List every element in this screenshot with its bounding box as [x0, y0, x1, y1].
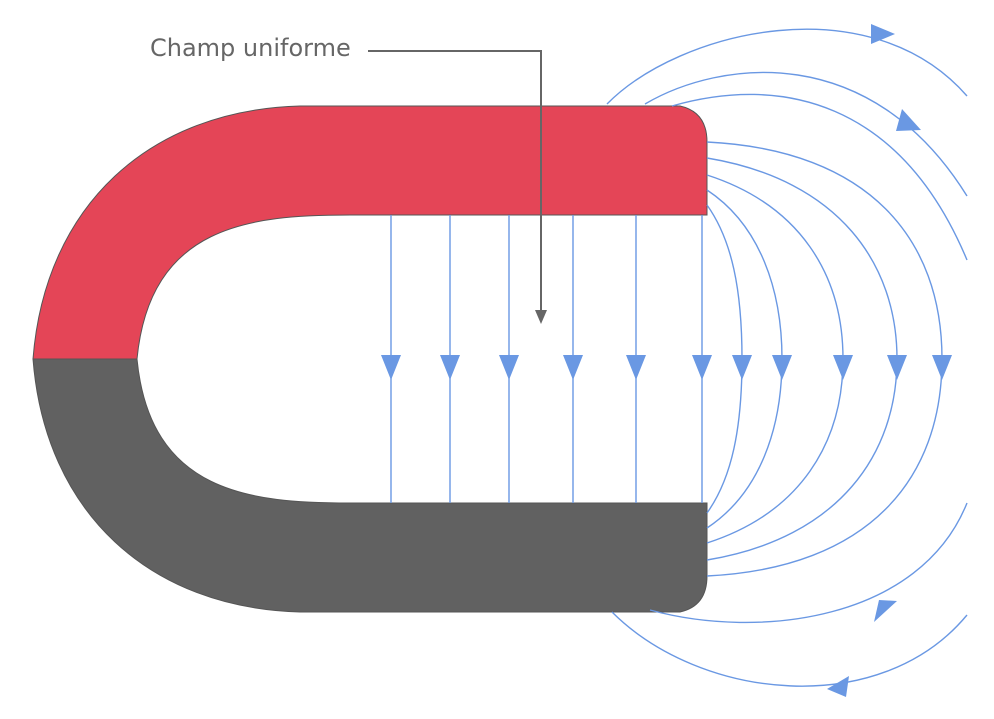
arrowhead-outer — [896, 109, 921, 131]
outer-field-line — [606, 28, 968, 105]
outer-field-lines — [606, 28, 968, 687]
arrowhead-down — [772, 355, 792, 380]
field-arrowheads — [381, 24, 952, 697]
arrowhead-down — [932, 355, 952, 380]
annotation-arrowhead — [535, 310, 547, 324]
uniform-field-lines — [390, 215, 703, 503]
arrowhead-down — [440, 355, 460, 380]
arrowhead-down — [692, 355, 712, 380]
arrowhead-down — [381, 355, 401, 380]
north-pole-half — [32, 105, 708, 360]
arrowhead-down — [499, 355, 519, 380]
arrowhead-down — [887, 355, 907, 380]
arrowhead-down — [732, 355, 752, 380]
outer-field-line — [644, 71, 968, 197]
outer-field-line — [649, 502, 968, 624]
arrowhead-down — [563, 355, 583, 380]
arrowhead-outer — [871, 24, 895, 44]
annotation-label: Champ uniforme — [150, 34, 351, 62]
arrowhead-outer — [827, 676, 849, 697]
annotation-leader — [368, 50, 547, 324]
outer-field-line — [611, 611, 968, 687]
south-pole-half — [32, 358, 708, 613]
outer-field-line — [671, 93, 968, 261]
annotation-leader-line — [368, 50, 542, 318]
arrowhead-down — [626, 355, 646, 380]
arrowhead-down — [833, 355, 853, 380]
arrowhead-outer — [874, 600, 897, 622]
